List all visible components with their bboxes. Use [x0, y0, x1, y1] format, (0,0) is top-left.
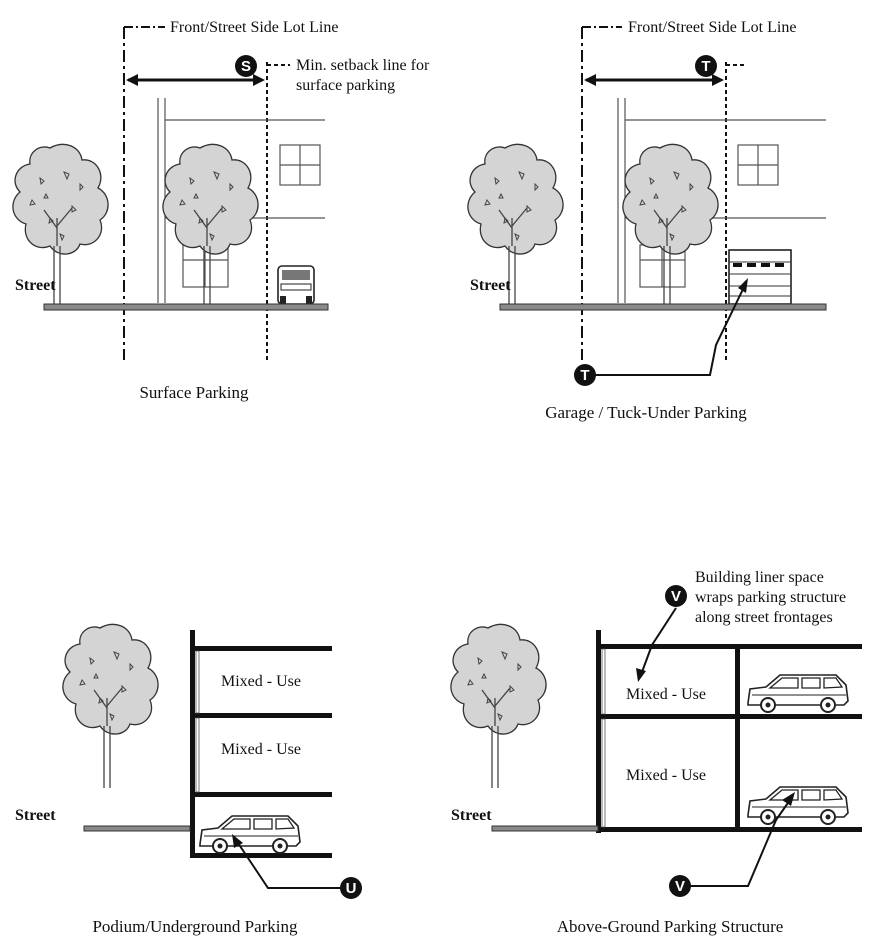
svg-text:U: U: [346, 880, 357, 897]
caption-surface-parking: Surface Parking: [139, 383, 249, 402]
floor-slab: [598, 827, 862, 832]
floor-label-lower: Mixed - Use: [221, 741, 301, 758]
panel-surface-parking: Front/Street Side Lot Line Min. setback …: [12, 19, 430, 402]
caption-podium-parking: Podium/Underground Parking: [92, 917, 298, 936]
street-tree: [450, 623, 547, 789]
badge-u: [340, 877, 362, 899]
parked-suv: [199, 815, 301, 854]
svg-text:V: V: [675, 878, 685, 895]
street-label: Street: [451, 807, 492, 824]
panel-above-ground-parking: Building liner space wraps parking struc…: [450, 569, 862, 936]
setback-label-line1: Min. setback line for: [296, 57, 430, 74]
ground-line: [83, 825, 191, 832]
parked-suv-lower: [747, 786, 849, 825]
dimension-arrow-right: [712, 74, 724, 86]
floor-slab: [192, 646, 332, 651]
yard-tree: [162, 143, 259, 309]
floor-label-lower: Mixed - Use: [626, 767, 706, 784]
leader-arrowhead-t: [738, 278, 748, 293]
note-line3: along street frontages: [695, 609, 833, 626]
street-label: Street: [15, 807, 56, 824]
window-band: [195, 650, 200, 714]
leader-line-t: [595, 284, 746, 376]
caption-above-ground-parking: Above-Ground Parking Structure: [557, 917, 784, 936]
svg-text:T: T: [701, 58, 710, 75]
leader-arrowhead-v-top: [636, 668, 646, 682]
lot-line-label: Front/Street Side Lot Line: [628, 19, 796, 36]
window-band: [195, 717, 200, 793]
floor-slab: [192, 713, 332, 718]
leader-line-v-top: [641, 607, 677, 673]
street-label: Street: [470, 277, 511, 294]
garage-door: [728, 249, 792, 305]
svg-text:T: T: [580, 367, 589, 384]
ground-line: [491, 825, 599, 832]
dimension-arrow-left: [126, 74, 138, 86]
badge-t-top: [695, 55, 717, 77]
window-band: [601, 718, 606, 828]
note-line1: Building liner space: [695, 569, 824, 586]
setback-label-line2: surface parking: [296, 77, 395, 94]
floor-slab: [192, 792, 332, 797]
badge-v-bottom: [669, 875, 691, 897]
yard-tree: [622, 143, 719, 309]
building-outline: [157, 98, 325, 303]
floor-slab: [598, 714, 862, 719]
caption-garage-parking: Garage / Tuck-Under Parking: [545, 403, 747, 422]
panel-garage-parking: Front/Street Side Lot Line T: [467, 19, 827, 422]
floor-label-upper: Mixed - Use: [221, 673, 301, 690]
badge-t-bottom: [574, 364, 596, 386]
svg-text:S: S: [241, 58, 251, 75]
svg-text:V: V: [671, 588, 681, 605]
dimension-arrow-left: [584, 74, 596, 86]
dimension-arrow-right: [253, 74, 265, 86]
leader-line-v-bottom: [690, 799, 791, 887]
floor-slab: [598, 644, 862, 649]
building-front-wall: [596, 630, 601, 833]
lot-line-label: Front/Street Side Lot Line: [170, 19, 338, 36]
leader-arrowhead-v-bottom: [782, 792, 795, 806]
panel-podium-parking: Mixed - Use Mixed - Use Street U Podium/…: [15, 623, 362, 936]
ground-line: [499, 303, 827, 311]
floor-slab: [192, 853, 332, 858]
building-front-wall: [190, 630, 195, 858]
note-line2: wraps parking structure: [695, 589, 846, 606]
badge-s: [235, 55, 257, 77]
street-label: Street: [15, 277, 56, 294]
parked-suv-upper: [747, 674, 849, 713]
leader-line-u: [235, 839, 340, 889]
window-band: [601, 648, 606, 715]
badge-v-top: [665, 585, 687, 607]
leader-arrowhead-u: [232, 834, 243, 848]
street-tree: [62, 623, 159, 789]
car-front-view: [277, 265, 315, 305]
liner-back-wall: [735, 644, 740, 832]
floor-label-upper: Mixed - Use: [626, 686, 706, 703]
ground-line: [43, 303, 329, 311]
